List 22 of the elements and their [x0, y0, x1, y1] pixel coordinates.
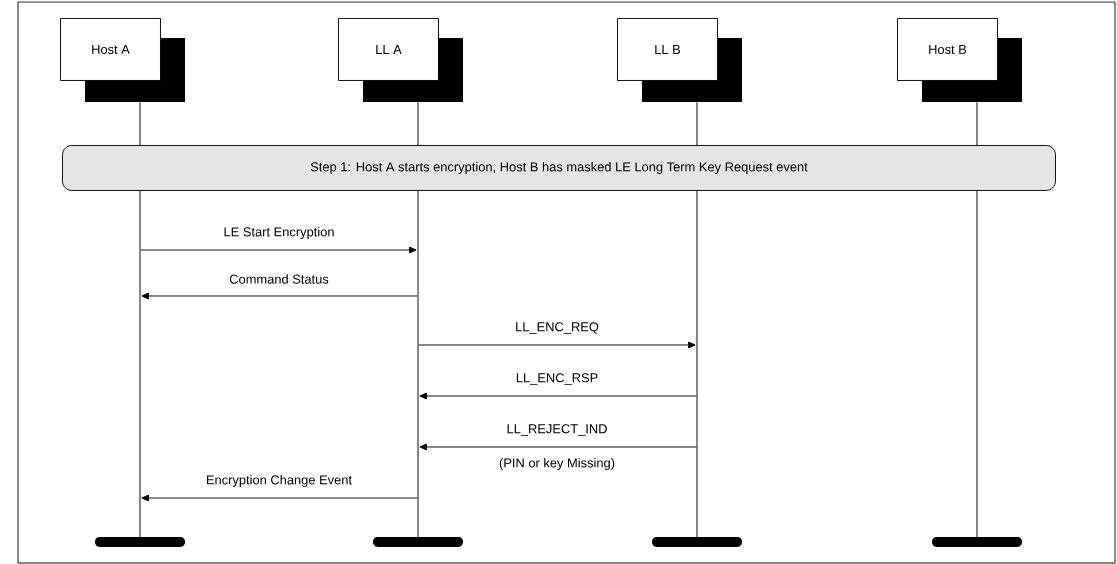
note-text: (PIN or key Missing): [499, 458, 615, 470]
message-label: Encryption Change Event: [204, 473, 354, 489]
message-label: Command Status: [228, 273, 330, 285]
lifeline-header-box: LL A: [338, 18, 463, 102]
message-label: LL_ENC_RSP: [514, 372, 600, 386]
message-arrow: [140, 246, 417, 254]
message-label: LL_ENC_REQ: [513, 321, 601, 335]
lifeline-end-bar: [932, 537, 1022, 547]
message-label: LE Start Encryption: [222, 225, 336, 241]
message-arrow: [141, 494, 418, 502]
message-arrow: [418, 341, 696, 349]
lifeline-header-box: Host A: [60, 18, 185, 102]
step-band: Step 1: Host A starts encryption, Host B has masked LE Long Term Key Request event: [62, 145, 1056, 191]
lifeline-end-bar: [95, 537, 185, 547]
lifeline-end-bar: [652, 537, 742, 547]
lifeline-header-box: LL B: [617, 18, 742, 102]
message-label: LL_REJECT_IND: [505, 423, 609, 437]
lifeline-end-bar: [373, 537, 463, 547]
message-arrow: [419, 443, 697, 451]
lifeline-header-box: Host B: [897, 18, 1022, 102]
message-arrow: [141, 292, 418, 300]
message-arrow: [419, 392, 697, 400]
